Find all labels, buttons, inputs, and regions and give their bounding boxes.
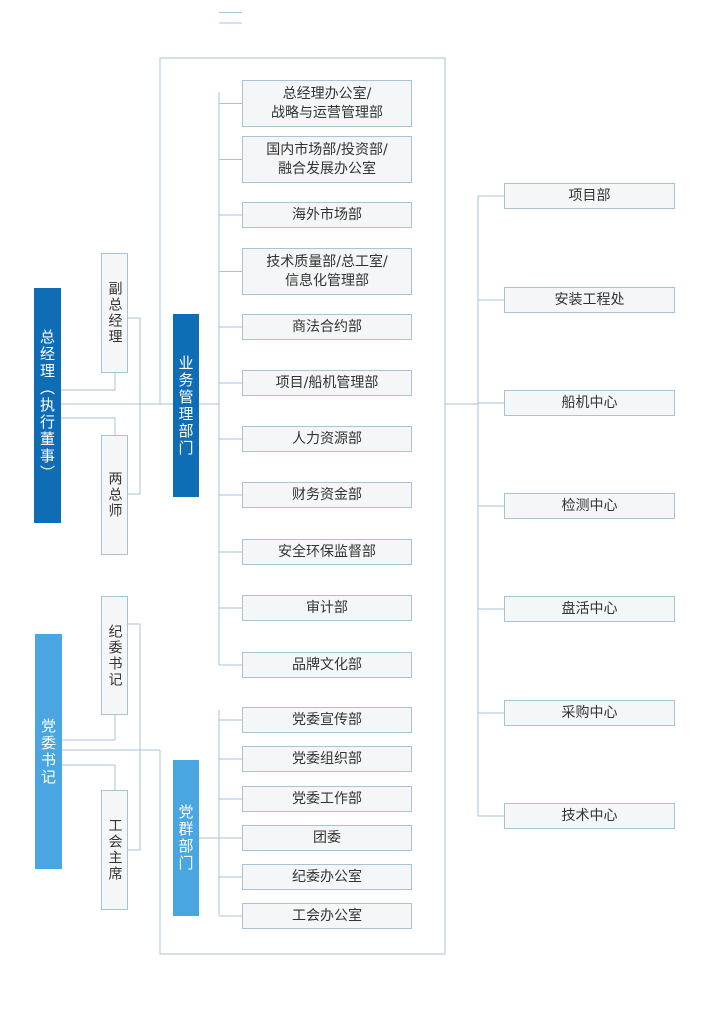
gm-to-deputy-line xyxy=(61,373,116,391)
business-dept-5: 商法合约部 xyxy=(242,314,412,340)
business-dept-2: 国内市场部/投资部/ 融合发展办公室 xyxy=(242,136,412,183)
business-dept-label: 财务资金部 xyxy=(292,486,362,503)
party-dept-label: 党委组织部 xyxy=(292,750,362,767)
deputy-gm-label: 副总经理 xyxy=(106,281,123,345)
business-dept-label: 审计部 xyxy=(306,599,348,616)
party-to-discipline-line xyxy=(62,715,116,741)
unit-6: 采购中心 xyxy=(504,700,675,726)
business-dept-4: 技术质量部/总工室/ 信息化管理部 xyxy=(242,248,412,295)
party-dept-label: 纪委办公室 xyxy=(292,868,362,885)
two-chiefs-label: 两总师 xyxy=(106,471,123,519)
discipline-secretary-box: 纪委书记 xyxy=(101,596,128,715)
general-manager-box: 总经理（执行董事） xyxy=(34,288,61,523)
general-manager-label: 总经理（执行董事） xyxy=(38,329,56,482)
unit-label: 项目部 xyxy=(568,187,611,204)
party-dept-6: 工会办公室 xyxy=(242,903,412,929)
deputy-gm-box: 副总经理 xyxy=(101,253,128,373)
frame-line xyxy=(159,57,446,955)
business-dept-label: 国内市场部/投资部/ 融合发展办公室 xyxy=(266,141,388,177)
unit-5: 盘活中心 xyxy=(504,596,675,622)
unit-label: 盘活中心 xyxy=(561,600,618,617)
party-dept-5: 纪委办公室 xyxy=(242,864,412,890)
unit-label: 安装工程处 xyxy=(554,291,625,308)
gm-to-chiefs-line xyxy=(61,417,116,435)
discipline-right-line xyxy=(128,623,141,851)
party-dept-label: 党委宣传部 xyxy=(292,711,362,728)
unit-label: 船机中心 xyxy=(561,394,618,411)
business-dept-10: 审计部 xyxy=(242,595,412,621)
business-dept-label: 总经理办公室/ 战略与运营管理部 xyxy=(271,85,383,121)
business-dept-1: 总经理办公室/ 战略与运营管理部 xyxy=(242,80,412,127)
party-secretary-label: 党委书记 xyxy=(39,717,57,786)
party-dept-3: 党委工作部 xyxy=(242,786,412,812)
business-dept-label: 人力资源部 xyxy=(292,430,362,447)
business-dept-9: 安全环保监督部 xyxy=(242,539,412,565)
party-secretary-box: 党委书记 xyxy=(35,634,62,869)
business-group-box: 业务管理部门 xyxy=(173,314,199,497)
unit-4: 检测中心 xyxy=(504,493,675,519)
business-dept-label: 品牌文化部 xyxy=(292,656,362,673)
business-dept-3: 海外市场部 xyxy=(242,202,412,228)
unit-label: 采购中心 xyxy=(561,704,618,721)
business-dept-label: 项目/船机管理部 xyxy=(275,374,379,391)
unit-7: 技术中心 xyxy=(504,803,675,829)
party-group-box: 党群部门 xyxy=(173,760,199,916)
business-dept-label: 商法合约部 xyxy=(292,318,362,335)
unit-label: 技术中心 xyxy=(561,807,618,824)
discipline-secretary-label: 纪委书记 xyxy=(106,623,123,688)
unit-1: 项目部 xyxy=(504,183,675,209)
unit-3: 船机中心 xyxy=(504,390,675,416)
party-dept-2: 党委组织部 xyxy=(242,746,412,772)
business-dept-11: 品牌文化部 xyxy=(242,652,412,678)
unit-label: 检测中心 xyxy=(561,497,618,514)
two-chiefs-box: 两总师 xyxy=(101,435,128,555)
business-dept-label: 技术质量部/总工室/ 信息化管理部 xyxy=(266,253,388,289)
party-dept-4: 团委 xyxy=(242,825,412,851)
party-dept-label: 工会办公室 xyxy=(292,907,362,924)
party-dept-1: 党委宣传部 xyxy=(242,707,412,733)
business-dept-7: 人力资源部 xyxy=(242,426,412,452)
party-to-union-line xyxy=(62,764,116,790)
union-chair-box: 工会主席 xyxy=(101,790,128,910)
unit-2: 安装工程处 xyxy=(504,287,675,313)
business-dept-8: 财务资金部 xyxy=(242,482,412,508)
party-dept-label: 团委 xyxy=(313,829,341,846)
deputy-right-line xyxy=(128,317,141,495)
party-dept-label: 党委工作部 xyxy=(292,790,362,807)
business-dept-label: 安全环保监督部 xyxy=(278,543,376,560)
business-dept-6: 项目/船机管理部 xyxy=(242,370,412,396)
business-group-label: 业务管理部门 xyxy=(176,354,195,457)
party-group-label: 党群部门 xyxy=(176,804,195,872)
union-chair-label: 工会主席 xyxy=(106,818,123,882)
business-dept-label: 海外市场部 xyxy=(292,206,362,223)
